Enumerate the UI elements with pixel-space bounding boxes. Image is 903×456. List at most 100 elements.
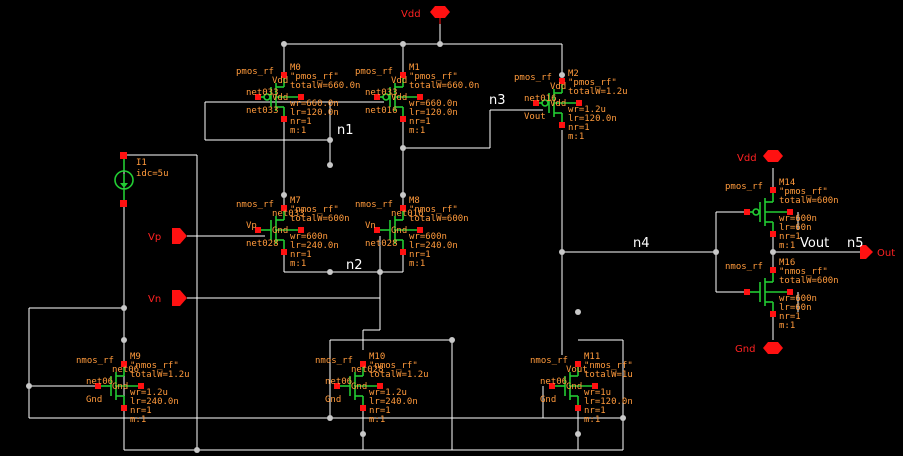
terminal-g: Vp bbox=[246, 221, 257, 231]
terminal-d: Vdd bbox=[391, 76, 407, 86]
current-source-i1[interactable]: I1 idc=5u bbox=[114, 152, 169, 207]
transistor-lr: lr=240.0n bbox=[369, 397, 418, 407]
net-n2: n2 bbox=[346, 258, 363, 273]
transistor-totalw: totalW=600n bbox=[409, 214, 469, 224]
transistor-id: M1 bbox=[409, 63, 420, 73]
transistor-lr: lr=60n bbox=[779, 223, 812, 233]
transistor-m1[interactable]: M1pmos_rf"pmos_rf"totalW=660.0nwr=660.0n… bbox=[355, 63, 479, 136]
transistor-wr: wr=600n bbox=[779, 214, 817, 224]
transistor-type: nmos_rf bbox=[530, 356, 568, 366]
transistor-type: nmos_rf bbox=[725, 262, 763, 272]
transistor-m: m:1 bbox=[409, 126, 425, 136]
terminal-g: net033 bbox=[246, 88, 279, 98]
terminal-b: net028 bbox=[246, 239, 279, 249]
i1-name: I1 bbox=[136, 158, 147, 168]
transistor-model: "pmos_rf" bbox=[568, 78, 617, 88]
transistor-nr: nr=1 bbox=[369, 406, 391, 416]
transistors: M0pmos_rf"pmos_rf"totalW=660.0nwr=660.0n… bbox=[76, 63, 839, 425]
junction-dots bbox=[26, 41, 776, 453]
transistor-m14[interactable]: M14pmos_rf"pmos_rf"totalW=600nwr=600nlr=… bbox=[725, 178, 839, 251]
transistor-m: m:1 bbox=[369, 415, 385, 425]
terminal-b: net028 bbox=[365, 239, 398, 249]
transistor-m0[interactable]: M0pmos_rf"pmos_rf"totalW=660.0nwr=660.0n… bbox=[236, 63, 360, 136]
transistor-m16[interactable]: M16nmos_rf"nmos_rf"totalW=600nwr=600nlr=… bbox=[725, 258, 839, 331]
transistor-totalw: totalW=1.2u bbox=[568, 87, 628, 97]
transistor-totalw: totalW=660.0n bbox=[409, 81, 479, 91]
port-gnd-right-label: Gnd bbox=[735, 344, 755, 355]
transistor-nr: nr=1 bbox=[779, 312, 801, 322]
transistor-type: nmos_rf bbox=[76, 356, 114, 366]
net-n4: n4 bbox=[633, 236, 650, 251]
port-vn[interactable]: Vn bbox=[148, 290, 187, 306]
transistor-id: M9 bbox=[130, 352, 141, 362]
transistor-type: nmos_rf bbox=[315, 356, 353, 366]
transistor-m: m:1 bbox=[584, 415, 600, 425]
transistor-id: M16 bbox=[779, 258, 795, 268]
transistor-model: "pmos_rf" bbox=[290, 72, 339, 82]
terminal-s: Gnd bbox=[391, 226, 407, 236]
port-vdd-right[interactable]: Vdd bbox=[737, 150, 783, 164]
transistor-id: M8 bbox=[409, 196, 420, 206]
transistor-m9[interactable]: M9nmos_rf"nmos_rf"totalW=1.2uwr=1.2ulr=2… bbox=[76, 352, 190, 425]
transistor-model: "nmos_rf" bbox=[130, 361, 179, 371]
terminal-b: net033 bbox=[246, 106, 279, 116]
terminal-s: Vdd bbox=[550, 99, 566, 109]
transistor-lr: lr=60n bbox=[779, 303, 812, 313]
terminal-g: net016 bbox=[524, 94, 557, 104]
terminal-b: Gnd bbox=[325, 395, 341, 405]
transistor-model: "nmos_rf" bbox=[779, 267, 828, 277]
port-vp[interactable]: Vp bbox=[148, 228, 187, 244]
terminal-s: Gnd bbox=[351, 382, 367, 392]
transistor-m11[interactable]: M11nmos_rf"nmos_rf"totalW=1uwr=1ulr=120.… bbox=[530, 352, 633, 425]
terminal-s: Gnd bbox=[272, 226, 288, 236]
transistor-m: m:1 bbox=[290, 259, 306, 269]
transistor-id: M14 bbox=[779, 178, 795, 188]
transistor-model: "pmos_rf" bbox=[779, 187, 828, 197]
transistor-totalw: totalW=1.2u bbox=[130, 370, 190, 380]
transistor-nr: nr=1 bbox=[584, 406, 606, 416]
transistor-m: m:1 bbox=[568, 132, 584, 142]
terminal-d: net028 bbox=[351, 365, 384, 375]
transistor-wr: wr=600n bbox=[779, 294, 817, 304]
port-vdd-top-label: Vdd bbox=[401, 9, 421, 20]
terminal-d: net016 bbox=[391, 209, 424, 219]
transistor-m2[interactable]: M2pmos_rf"pmos_rf"totalW=1.2uwr=1.2ulr=1… bbox=[514, 69, 628, 142]
transistor-id: M11 bbox=[584, 352, 600, 362]
transistor-nr: nr=1 bbox=[779, 232, 801, 242]
terminal-s: Vdd bbox=[391, 93, 407, 103]
transistor-m8[interactable]: M8nmos_rf"nmos_rf"totalW=600nwr=600nlr=2… bbox=[355, 196, 469, 269]
transistor-totalw: totalW=600n bbox=[779, 196, 839, 206]
port-vdd-top[interactable]: Vdd bbox=[401, 6, 450, 24]
terminal-d: net033 bbox=[272, 209, 305, 219]
transistor-lr: lr=120.0n bbox=[409, 108, 458, 118]
transistor-wr: wr=600n bbox=[409, 232, 447, 242]
transistor-type: pmos_rf bbox=[514, 73, 552, 83]
transistor-model: "nmos_rf" bbox=[369, 361, 418, 371]
transistor-nr: nr=1 bbox=[130, 406, 152, 416]
transistor-model: "nmos_rf" bbox=[584, 361, 633, 371]
i1-value: idc=5u bbox=[136, 169, 169, 179]
transistor-model: "pmos_rf" bbox=[409, 72, 458, 82]
transistor-wr: wr=660.0n bbox=[409, 99, 458, 109]
terminal-d: Vout bbox=[566, 365, 588, 375]
terminal-b: Gnd bbox=[540, 395, 556, 405]
transistor-m: m:1 bbox=[779, 321, 795, 331]
terminal-d: net06 bbox=[112, 365, 139, 375]
port-gnd-right[interactable]: Gnd bbox=[735, 342, 783, 355]
transistor-lr: lr=120.0n bbox=[290, 108, 339, 118]
transistor-id: M2 bbox=[568, 69, 579, 79]
transistor-m: m:1 bbox=[290, 126, 306, 136]
transistor-wr: wr=600n bbox=[290, 232, 328, 242]
transistor-m7[interactable]: M7nmos_rf"nmos_rf"totalW=600nwr=600nlr=2… bbox=[236, 196, 350, 269]
transistor-m10[interactable]: M10nmos_rf"nmos_rf"totalW=1.2uwr=1.2ulr=… bbox=[315, 352, 429, 425]
transistor-totalw: totalW=1.2u bbox=[369, 370, 429, 380]
port-out[interactable]: Out bbox=[860, 245, 895, 259]
terminal-g: net06 bbox=[540, 377, 567, 387]
terminal-g: net033 bbox=[365, 88, 398, 98]
transistor-m: m:1 bbox=[779, 241, 795, 251]
terminal-g: net06 bbox=[86, 377, 113, 387]
transistor-model: "nmos_rf" bbox=[290, 205, 339, 215]
terminal-d: Vdd bbox=[272, 76, 288, 86]
transistor-nr: nr=1 bbox=[290, 117, 312, 127]
